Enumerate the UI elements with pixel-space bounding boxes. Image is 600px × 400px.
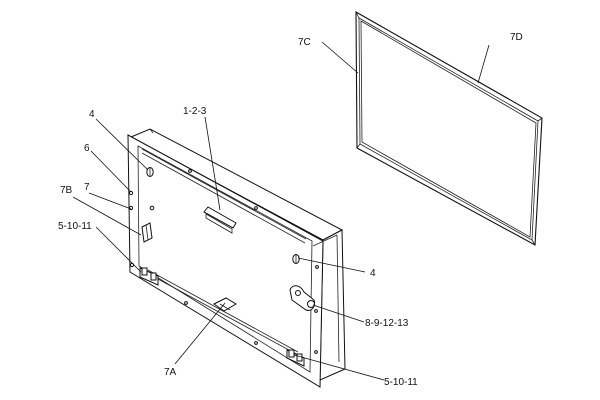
callout-8-9-12-13: 8-9-12-13 bbox=[365, 318, 409, 329]
latch-knob-top-left bbox=[146, 167, 154, 177]
inner-panel bbox=[137, 145, 313, 373]
enclosure-box bbox=[127, 128, 346, 388]
callout-6: 6 bbox=[84, 143, 90, 154]
hinge-left bbox=[139, 267, 159, 286]
hinge-right bbox=[286, 349, 305, 367]
callout-7c: 7C bbox=[298, 37, 311, 48]
window-panel-7c-7d bbox=[355, 11, 543, 246]
callout-7a: 7A bbox=[164, 367, 177, 378]
callout-5-10-11-left: 5-10-11 bbox=[58, 221, 92, 232]
latch-knob-right bbox=[292, 254, 300, 264]
callout-5-10-11-bottom: 5-10-11 bbox=[384, 377, 418, 388]
callout-1-2-3: 1-2-3 bbox=[183, 106, 207, 117]
callout-4-right: 4 bbox=[370, 268, 376, 279]
lock-assembly bbox=[289, 285, 315, 311]
callout-4-top: 4 bbox=[89, 109, 95, 120]
front-flange bbox=[127, 134, 324, 388]
callout-7d: 7D bbox=[510, 32, 523, 43]
callout-7: 7 bbox=[84, 182, 90, 193]
leader-lines bbox=[72, 41, 490, 381]
bracket-7b bbox=[141, 222, 153, 243]
handle-1-2-3 bbox=[203, 206, 237, 234]
callout-7b: 7B bbox=[60, 185, 73, 196]
